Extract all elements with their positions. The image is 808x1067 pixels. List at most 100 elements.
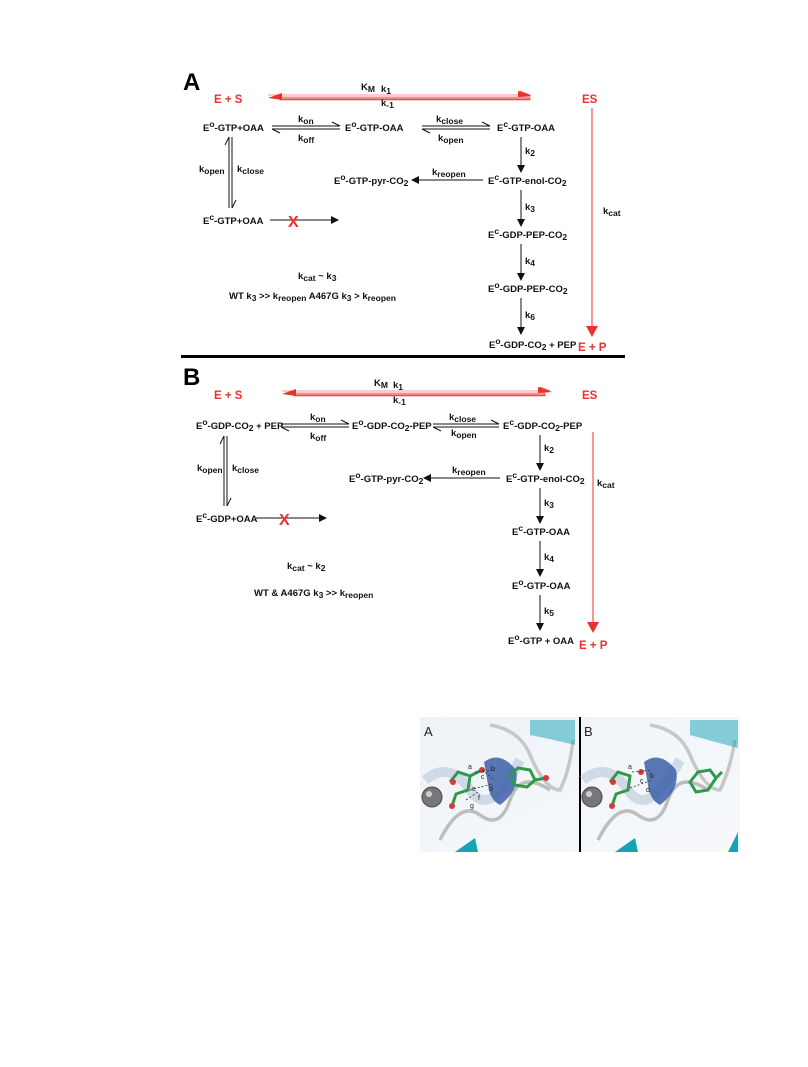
panel-a-note-kcat: kcat ~ k3 [298,271,337,283]
panel-b-k3-label: k3 [544,498,554,510]
panel-divider [181,355,625,358]
inset-right-panel [579,720,738,852]
panel-a-species-eo-gtp-oaa: Eo-GTP-OAA [345,119,404,134]
panel-a-eq-arrow-close-open [421,121,491,134]
inset-left-helix [484,757,517,805]
panel-b-kclose-label: kclose [449,412,476,424]
panel-b-k4-label: k4 [544,552,554,564]
panel-a-e-plus-p: E + P [578,342,607,354]
inset-right-teal-sheet [615,838,638,852]
panel-b-note-kcat: kcat ~ k2 [287,561,326,573]
panel-a-k1-label: k1 [381,84,391,96]
panel-b-es: ES [582,390,598,402]
inset-right-letter-c: c [640,778,644,785]
panel-a-blocked-x: X [288,214,299,231]
panel-a-species-ec-gtp-enol-co2: Ec-GTP-enol-CO2 [488,172,567,188]
panel-a: A E + S ES KM k1 k-1 Eo-GTP+OAA Eo-GTP-O… [183,69,621,354]
inset-right-ligand [608,770,632,807]
inset-left-label: A [424,724,433,739]
inset-right-letter-b: b [650,773,654,780]
inset-right-label: B [584,724,593,739]
panel-a-k-1-label: k-1 [381,98,394,110]
panel-a-es: ES [582,94,598,106]
panel-b-kcat-label: kcat [597,478,615,490]
panel-b-species-ec-gtp-oaa: Ec-GTP-OAA [512,523,570,538]
inset-left-letter-f: f [478,795,480,802]
panel-b-species-eo-gdp-co2-pep: Eo-GDP-CO2-PEP [352,417,432,433]
inset-left-teal-sheet [455,838,478,852]
panel-b-species-eo-gtp-oaa: Eo-GTP-OAA [512,577,571,592]
inset-left-letter-c: c [481,774,485,781]
inset-right-metal-ion [581,786,603,808]
panel-b-e-plus-s: E + S [214,390,243,402]
panel-a-km-label: KM [361,82,375,94]
inset-right-distance-labels: a b c d [628,764,654,794]
panel-a-e-plus-s: E + S [214,94,243,106]
panel-b-e-plus-p: E + P [579,640,608,652]
panel-a-k6-label: k6 [525,310,535,322]
panel-b-koff-label: koff [310,431,326,443]
panel-b-blocked-x: X [279,512,290,529]
inset-left-panel [421,720,575,852]
panel-a-eq-arrow-on-off [271,121,341,134]
panel-b-label: B [183,364,200,391]
panel-b-species-eo-gtp-oaa-final: Eo-GTP + OAA [508,632,574,647]
panel-a-kreopen-label: kreopen [432,167,466,179]
panel-b-species-ec-gtp-enol-co2: Ec-GTP-enol-CO2 [506,470,585,486]
panel-b-eq-arrow-close-open [432,419,500,432]
panel-b-eq-arrow-on-off [280,419,350,432]
panel-b-species-ec-gdp-co2-pep: Ec-GDP-CO2-PEP [503,417,583,433]
inset-right-letter-a: a [628,764,632,771]
panel-a-binding-equilibrium-arrows [268,90,532,101]
panel-a-kopen-vertical-label: kopen [199,164,225,176]
panel-a-k3-label: k3 [525,202,535,214]
panel-b-k-1-label: k-1 [393,395,406,407]
panel-b-kopen-vertical-label: kopen [197,463,223,475]
panel-b-k5-label: k5 [544,606,554,618]
panel-a-species-eo-gdp-pep-co2: Eo-GDP-PEP-CO2 [488,280,568,296]
inset-right-aromatic-ring [688,768,724,794]
panel-b-binding-equilibrium-arrows [282,386,552,397]
panel-a-kclose-label: kclose [436,114,463,126]
panel-b-species-eo-gtp-pyr-co2: Eo-GTP-pyr-CO2 [349,470,424,486]
panel-a-kon-label: kon [298,114,314,126]
panel-a-k4-label: k4 [525,256,535,268]
panel-b-species-eo-gdp-co2-pep-free: Eo-GDP-CO2 + PEP [196,417,284,433]
panel-a-species-eo-gtp-oaa-free: Eo-GTP+OAA [203,119,264,134]
panel-a-species-eo-gdp-co2-pep: Eo-GDP-CO2 + PEP [489,336,577,352]
inset-right-helix [644,757,677,805]
panel-b-eq-arrow-open-close-vertical [219,435,232,507]
inset-left-letter-e: e [472,786,476,793]
panel-a-species-ec-gtp-oaa-free: Ec-GTP+OAA [203,212,264,227]
inset-right-letter-d: d [646,787,650,794]
panel-b-kclose-vertical-label: kclose [232,463,259,475]
panel-a-k2-label: k2 [525,146,535,158]
panel-b-kreopen-label: kreopen [452,465,486,477]
panel-b-species-ec-gdp-oaa-free: Ec-GDP+OAA [196,510,258,525]
structure-inset: A a c b d e f g [420,717,740,852]
panel-a-kclose-vertical-label: kclose [237,164,264,176]
panel-b: B E + S ES KM k1 k-1 Eo-GDP-CO2 + PEP Eo… [183,364,615,652]
inset-left-letter-g: g [470,803,474,810]
inset-left-distance-labels: a c b d e f g [468,764,495,810]
panel-b-note-wt-a467g: WT & A467G k3 >> kreopen [254,588,373,600]
panel-b-k2-label: k2 [544,443,554,455]
panel-a-koff-label: koff [298,133,314,145]
panel-a-kopen-label: kopen [438,133,464,145]
panel-a-label: A [183,69,200,96]
inset-left-letter-b: b [491,766,495,773]
panel-b-km-label: KM [374,378,388,390]
panel-a-species-ec-gdp-pep-co2: Ec-GDP-PEP-CO2 [488,226,567,242]
panel-a-species-ec-gtp-oaa: Ec-GTP-OAA [497,119,555,134]
panel-b-k1-label: k1 [393,380,403,392]
panel-a-species-eo-gtp-pyr-co2: Eo-GTP-pyr-CO2 [334,172,409,188]
inset-left-letter-a: a [468,764,472,771]
panel-a-eq-arrow-open-close-vertical [224,136,237,209]
panel-b-kon-label: kon [310,412,326,424]
panel-a-kcat-label: kcat [603,206,621,218]
panel-a-note-wt-a467g: WT k3 >> kreopen A467G k3 > kreopen [229,291,396,303]
panel-b-kopen-label: kopen [451,428,477,440]
inset-left-letter-d: d [489,786,493,793]
inset-left-metal-ion [421,786,443,808]
